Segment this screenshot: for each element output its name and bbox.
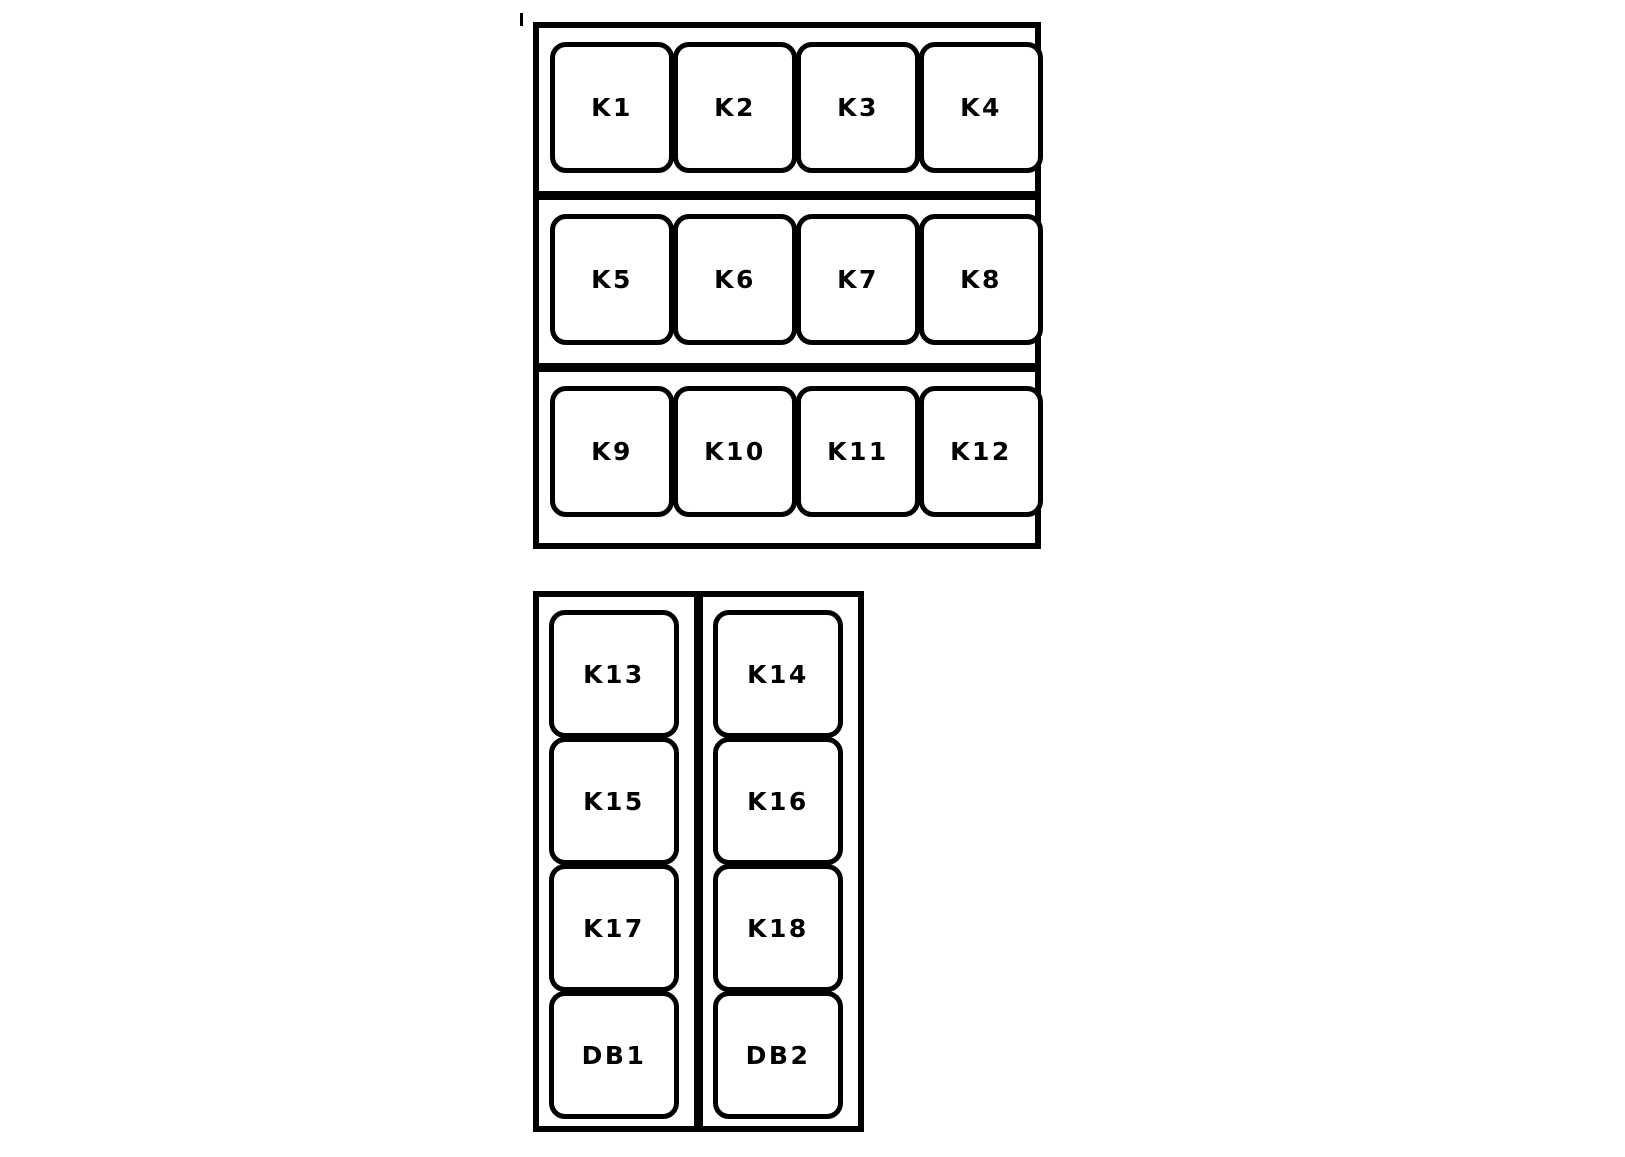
key-k16[interactable]: K16 xyxy=(713,737,843,865)
key-label: K4 xyxy=(960,93,1002,122)
key-k2[interactable]: K2 xyxy=(673,42,797,173)
upper-key-row-1-keys: K1 K2 K3 K4 xyxy=(550,42,1043,173)
key-k9[interactable]: K9 xyxy=(550,386,674,517)
key-label: K8 xyxy=(960,265,1002,294)
registration-tick-icon xyxy=(520,13,523,26)
upper-key-row-1: K1 K2 K3 K4 xyxy=(533,22,1043,197)
key-label: K3 xyxy=(837,93,879,122)
key-label: K7 xyxy=(837,265,879,294)
key-label: K18 xyxy=(747,913,809,943)
lower-key-column-right-keys: K14 K16 K18 DB2 xyxy=(713,610,843,1119)
key-label: K17 xyxy=(583,913,645,943)
key-label: K2 xyxy=(714,93,756,122)
key-label: K6 xyxy=(714,265,756,294)
key-k5[interactable]: K5 xyxy=(550,214,674,345)
lower-key-column-left: K13 K15 K17 DB1 xyxy=(533,591,700,1132)
upper-key-block: K1 K2 K3 K4 K5 K6 xyxy=(533,22,1043,549)
lower-key-column-right: K14 K16 K18 DB2 xyxy=(697,591,864,1132)
lower-key-block: K13 K15 K17 DB1 K14 K16 xyxy=(533,591,864,1132)
key-k18[interactable]: K18 xyxy=(713,864,843,992)
key-k14[interactable]: K14 xyxy=(713,610,843,738)
upper-key-row-3: K9 K10 K11 K12 xyxy=(533,366,1043,549)
key-label: K10 xyxy=(704,437,766,466)
key-db1[interactable]: DB1 xyxy=(549,991,679,1119)
key-k13[interactable]: K13 xyxy=(549,610,679,738)
upper-key-row-2-keys: K5 K6 K7 K8 xyxy=(550,214,1043,345)
key-label: K1 xyxy=(591,93,633,122)
key-label: DB2 xyxy=(745,1040,811,1070)
key-label: K13 xyxy=(583,659,645,689)
key-k1[interactable]: K1 xyxy=(550,42,674,173)
key-label: K5 xyxy=(591,265,633,294)
key-k8[interactable]: K8 xyxy=(919,214,1043,345)
lower-key-column-left-keys: K13 K15 K17 DB1 xyxy=(549,610,679,1119)
key-k12[interactable]: K12 xyxy=(919,386,1043,517)
key-db2[interactable]: DB2 xyxy=(713,991,843,1119)
key-k3[interactable]: K3 xyxy=(796,42,920,173)
key-label: K12 xyxy=(950,437,1012,466)
key-k6[interactable]: K6 xyxy=(673,214,797,345)
upper-key-row-3-keys: K9 K10 K11 K12 xyxy=(550,386,1043,517)
key-k7[interactable]: K7 xyxy=(796,214,920,345)
key-label: K15 xyxy=(583,786,645,816)
key-k17[interactable]: K17 xyxy=(549,864,679,992)
key-label: K14 xyxy=(747,659,809,689)
key-k11[interactable]: K11 xyxy=(796,386,920,517)
key-label: DB1 xyxy=(581,1040,647,1070)
key-k10[interactable]: K10 xyxy=(673,386,797,517)
key-k4[interactable]: K4 xyxy=(919,42,1043,173)
key-label: K16 xyxy=(747,786,809,816)
upper-key-row-2: K5 K6 K7 K8 xyxy=(533,194,1043,369)
key-k15[interactable]: K15 xyxy=(549,737,679,865)
key-label: K11 xyxy=(827,437,889,466)
key-label: K9 xyxy=(591,437,633,466)
